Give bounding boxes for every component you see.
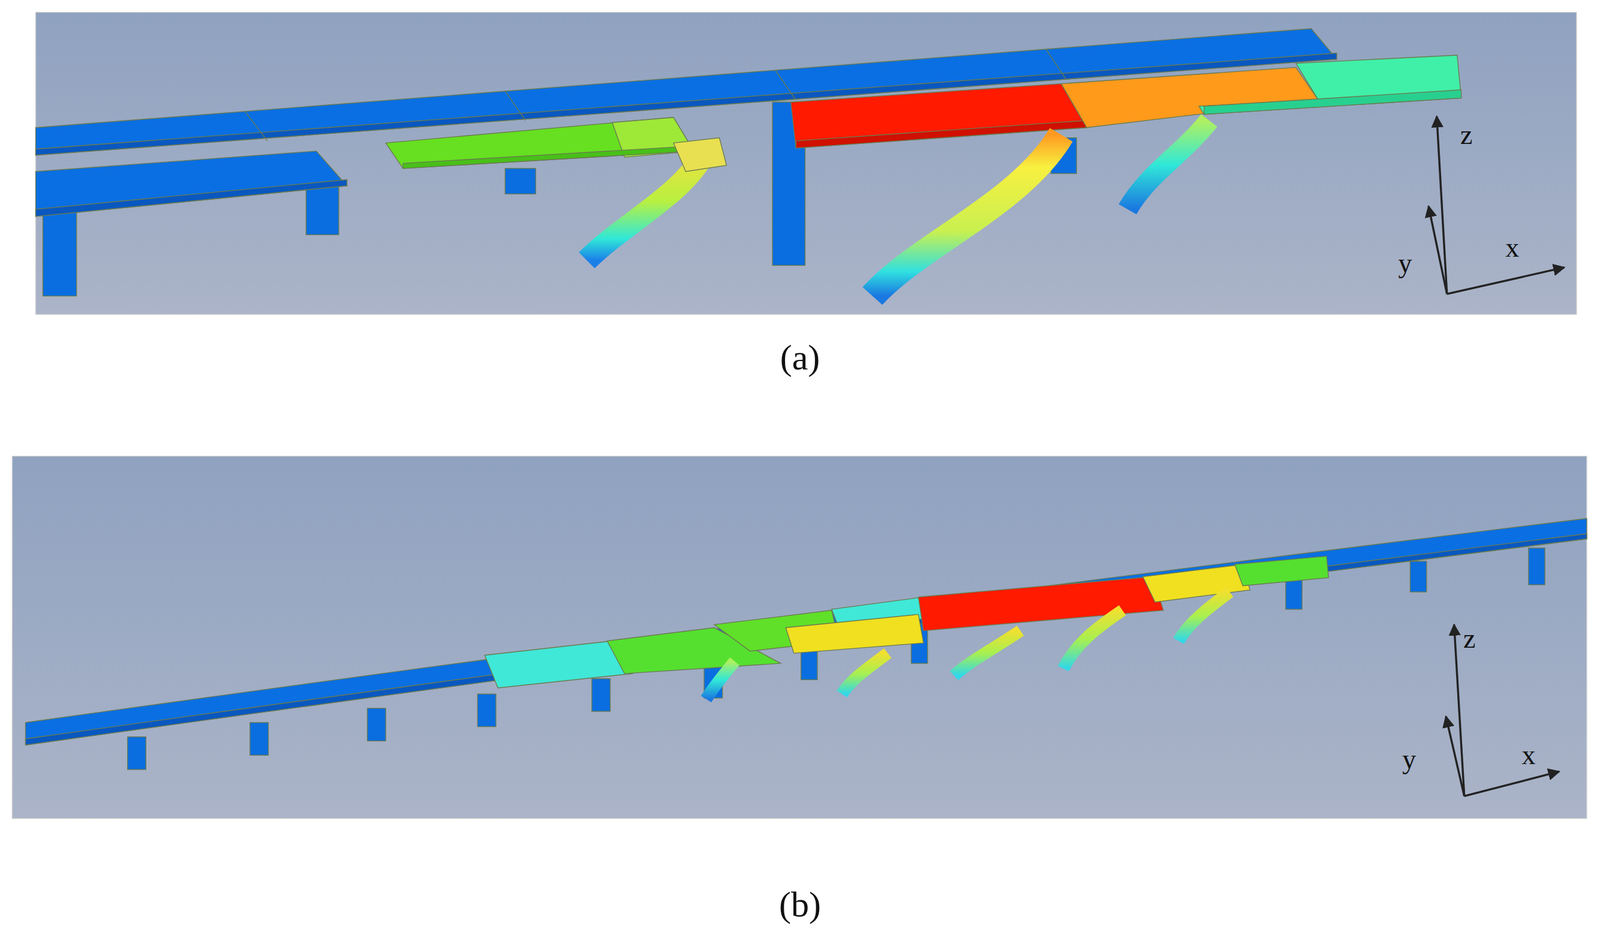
- panel-b: [11, 456, 1587, 819]
- axis-label: x: [1505, 233, 1520, 262]
- axis-label: z: [1463, 624, 1476, 653]
- axis-label: x: [1521, 741, 1536, 769]
- axis-label: z: [1460, 121, 1473, 149]
- panel-label: (a): [780, 339, 821, 376]
- panel-a: [35, 12, 1577, 315]
- axis-label: y: [1402, 745, 1416, 774]
- panel-label: (b): [779, 886, 821, 923]
- axis-label: y: [1398, 249, 1413, 278]
